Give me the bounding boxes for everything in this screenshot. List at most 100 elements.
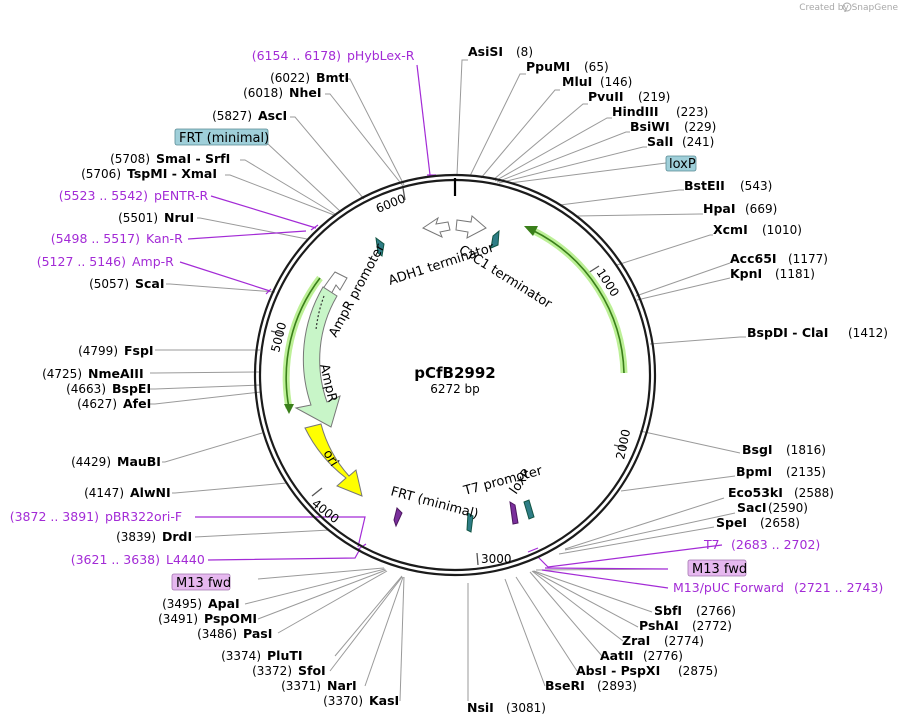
site-sbfi: SbfI (654, 603, 682, 618)
primer-l4440-range: (3621 .. 3638) (71, 552, 160, 567)
site-absi-pspxi-pos: (2875) (678, 664, 718, 678)
site-bmti: BmtI (316, 70, 349, 85)
site-nrui: NruI (164, 210, 194, 225)
site-xcmi: XcmI (713, 222, 748, 237)
box-m13-fwd-left: M13 fwd (176, 576, 231, 591)
primer-kan-r: Kan-R (146, 231, 183, 246)
feature-t7-promoter: T7 promoter (461, 463, 544, 499)
site-absi-pspxi: AbsI - PspXI (576, 663, 660, 678)
site-pluti: PluTI (267, 648, 303, 663)
site-bseri-pos: (2893) (597, 679, 637, 693)
backbone (253, 173, 657, 577)
primer-kan-r-range: (5498 .. 5517) (51, 231, 140, 246)
site-tspmi-xmai: TspMI - XmaI (127, 166, 217, 181)
site-nari-pos: (3371) (281, 679, 321, 693)
site-maubi: MauBI (117, 454, 161, 469)
site-tspmi-xmai-pos: (5706) (81, 167, 121, 181)
frt-marker-bottom (393, 507, 403, 528)
site-asci-pos: (5827) (212, 109, 252, 123)
site-nhei: NheI (289, 85, 322, 100)
site-fspi: FspI (124, 343, 154, 358)
site-aatii-pos: (2776) (643, 649, 683, 663)
site-eco53ki-pos: (2588) (794, 486, 834, 500)
adh1-terminator-arrow (421, 216, 451, 238)
site-saci-pos: (2590) (768, 501, 808, 515)
site-nmeaiii: NmeAIII (88, 366, 144, 381)
site-mlui-pos: (146) (600, 75, 632, 89)
primer-m13-puc-forward-range: (2721 .. 2743) (794, 580, 883, 595)
site-fspi-pos: (4799) (78, 344, 118, 358)
primer-labels: (6154 .. 6178) pHybLex-R (5523 .. 5542) … (10, 48, 884, 595)
loxp-marker-top (490, 229, 500, 249)
site-apai: ApaI (208, 596, 240, 611)
primer-amp-r: Amp-R (132, 254, 174, 269)
boxed-labels: FRT (minimal) loxP M13 fwd M13 fwd (171, 128, 747, 591)
credit-text: Created by SnapGene (799, 3, 898, 13)
primer-m13-puc-forward: M13/pUC Forward (673, 580, 784, 595)
snapgene-credit: Created by SnapGene (799, 2, 898, 13)
site-apai-pos: (3495) (162, 597, 202, 611)
site-pspomi: PspOMI (204, 611, 257, 626)
box-loxp: loxP (669, 157, 696, 172)
site-pvuii: PvuII (588, 89, 624, 104)
site-saci: SacI (737, 500, 767, 515)
site-pshai-pos: (2772) (692, 619, 732, 633)
site-bsteii: BstEII (684, 178, 725, 193)
site-pasi-pos: (3486) (197, 627, 237, 641)
site-nrui-pos: (5501) (118, 211, 158, 225)
primer-lines (179, 64, 723, 589)
site-kasi-pos: (3370) (323, 694, 363, 708)
site-bpmi: BpmI (736, 464, 772, 479)
tick-label-2000: 2000 (613, 428, 633, 461)
primer-pentr-r-range: (5523 .. 5542) (59, 188, 148, 203)
primer-phyblex-r: pHybLex-R (347, 48, 415, 63)
primer-phyblex-r-range: (6154 .. 6178) (252, 48, 341, 63)
site-smai-srfi: SmaI - SrfI (156, 151, 230, 166)
site-scai: ScaI (135, 276, 165, 291)
site-pvuii-pos: (219) (638, 90, 670, 104)
t7-marker (523, 499, 535, 520)
primer-pbr322ori-f-range: (3872 .. 3891) (10, 509, 99, 524)
site-hpai-pos: (669) (745, 202, 777, 216)
primer-t7: T7 (703, 537, 720, 552)
plasmid-name: pCfB2992 (414, 364, 495, 382)
site-bspei-pos: (4663) (66, 382, 106, 396)
site-bsgi: BsgI (742, 442, 773, 457)
site-bsgi-pos: (1816) (786, 443, 826, 457)
site-kasi: KasI (369, 693, 399, 708)
site-zrai: ZraI (622, 633, 650, 648)
site-acc65i-pos: (1177) (788, 252, 828, 266)
site-xcmi-pos: (1010) (762, 223, 802, 237)
box-m13-fwd-right: M13 fwd (692, 562, 747, 577)
site-smai-srfi-pos: (5708) (110, 152, 150, 166)
site-spei: SpeI (716, 515, 747, 530)
site-alwni: AlwNI (130, 485, 171, 500)
primer-l4440: L4440 (166, 552, 205, 567)
site-bseri: BseRI (545, 678, 585, 693)
site-afei: AfeI (123, 396, 151, 411)
site-nari: NarI (327, 678, 357, 693)
site-bmti-pos: (6022) (270, 71, 310, 85)
site-asisi-pos: (8) (516, 45, 533, 59)
site-sbfi-pos: (2766) (696, 604, 736, 618)
box-frt-minimal: FRT (minimal) (179, 131, 269, 146)
features (282, 215, 628, 533)
site-afei-pos: (4627) (77, 397, 117, 411)
ampr-arrow (294, 286, 341, 428)
site-sfoi: SfoI (298, 663, 326, 678)
site-drdi: DrdI (162, 529, 192, 544)
site-kpni: KpnI (730, 266, 762, 281)
primer-t7-range: (2683 .. 2702) (731, 537, 820, 552)
loxp-marker-bottom (509, 501, 519, 525)
site-nsii: NsiI (467, 700, 494, 715)
site-hpai: HpaI (703, 201, 736, 216)
right-site-labels: AsiSI (8) PpuMI (65) MluI (146) PvuII (2… (467, 44, 888, 715)
site-sali: SalI (647, 134, 673, 149)
site-pspomi-pos: (3491) (158, 612, 198, 626)
primer-pentr-r: pENTR-R (154, 188, 209, 203)
site-hindiii: HindIII (612, 104, 659, 119)
cyc1-terminator-arrow (455, 215, 487, 239)
site-bspdi-clai-pos: (1412) (848, 326, 888, 340)
site-acc65i: Acc65I (730, 251, 777, 266)
